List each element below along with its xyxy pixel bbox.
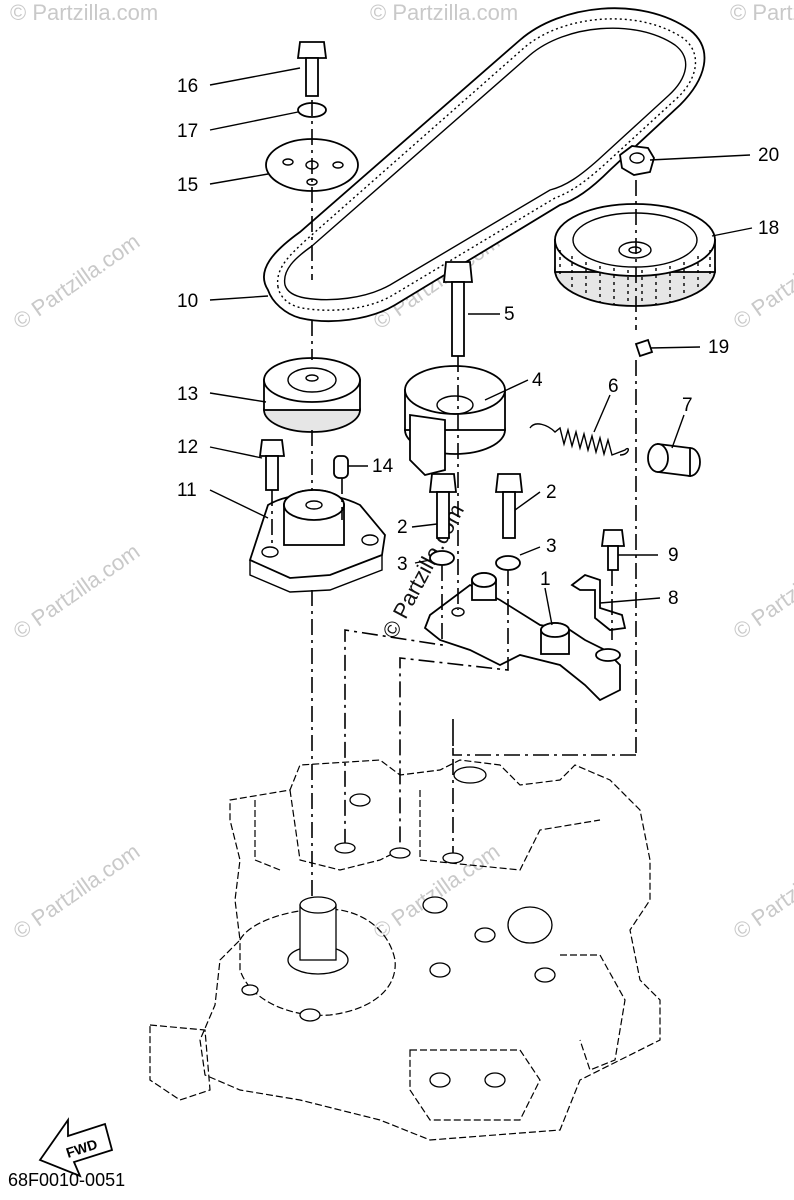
washer-3-right	[495, 555, 521, 571]
assembly-lines	[271, 100, 637, 900]
engine-block	[149, 759, 661, 1141]
callout-20: 20	[758, 145, 779, 166]
callout-10: 10	[177, 291, 198, 312]
bolt-5	[443, 261, 473, 357]
callout-16: 16	[177, 76, 198, 97]
callout-9: 9	[668, 545, 679, 566]
fwd-arrow: FWD	[38, 1117, 114, 1178]
callout-13: 13	[177, 384, 198, 405]
bracket-8	[570, 573, 627, 631]
tensioner-4	[404, 365, 506, 476]
callout-8: 8	[668, 588, 679, 609]
bolt-2-left	[428, 473, 458, 539]
bolt-9	[600, 529, 626, 571]
watermark: © Partzilla.com	[9, 539, 145, 645]
timing-belt	[263, 7, 706, 322]
gear-18	[554, 203, 716, 307]
washer-3-left	[429, 550, 455, 566]
tensioner-arm-1	[423, 572, 621, 702]
callout-12: 12	[177, 437, 198, 458]
callout-19: 19	[708, 337, 729, 358]
key-19	[634, 338, 654, 358]
callout-11: 11	[177, 480, 197, 501]
bolt-16	[296, 41, 328, 97]
callout-4: 4	[532, 370, 543, 391]
callout-2-right: 2	[546, 482, 557, 503]
pin-14	[333, 455, 349, 479]
watermark: © Partzilla.com	[9, 229, 145, 335]
callout-18: 18	[758, 218, 779, 239]
leader-lines	[209, 67, 753, 626]
housing-11	[248, 489, 386, 593]
callout-5: 5	[504, 304, 515, 325]
watermark: © Partzilla.com	[729, 539, 794, 645]
callout-17: 17	[177, 121, 198, 142]
callout-7: 7	[682, 395, 693, 416]
bolt-12	[258, 439, 286, 491]
spring-6	[529, 423, 629, 457]
pulley-13	[263, 357, 361, 433]
watermark: © Partzilla.com	[729, 229, 794, 335]
nut-20	[619, 145, 655, 176]
watermark: © Partzilla.com	[730, 0, 794, 25]
callout-15: 15	[177, 175, 198, 196]
watermark: © Partzilla.com	[729, 839, 794, 945]
watermark: © Partzilla.com	[9, 839, 145, 945]
callout-6: 6	[608, 376, 619, 397]
sleeve-7	[647, 442, 701, 478]
callout-2-left: 2	[397, 517, 408, 538]
callout-3-right: 3	[546, 536, 557, 557]
diagram-code: 68F0010-0051	[8, 1170, 126, 1190]
callouts: 16 17 15 10 13 12 11 14 5 4 6 7 2 2 3 3 …	[177, 76, 779, 609]
callout-14: 14	[372, 456, 394, 477]
watermark: © Partzilla.com	[370, 0, 518, 25]
callout-3-left: 3	[397, 554, 408, 575]
callout-1: 1	[540, 569, 551, 590]
bolt-2-right	[494, 473, 524, 539]
watermark: © Partzilla.com	[10, 0, 158, 25]
